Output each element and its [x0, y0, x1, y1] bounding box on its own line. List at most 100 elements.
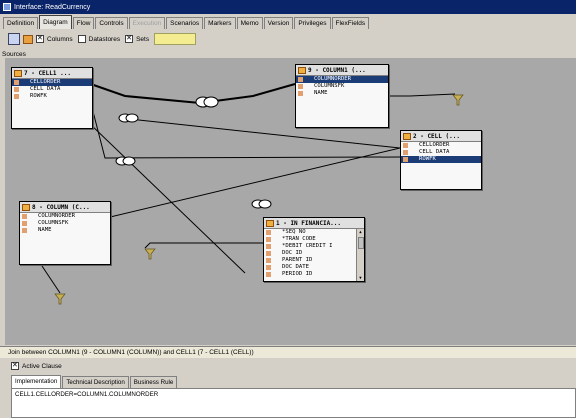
- column-row[interactable]: ROWFK: [12, 93, 92, 100]
- column-row[interactable]: COLUMNSFK: [296, 83, 388, 90]
- column-row[interactable]: COLUMNORDER: [296, 76, 388, 83]
- columns-label: Columns: [47, 35, 73, 43]
- column-row[interactable]: *TRAN CODE: [264, 236, 364, 243]
- tab-version[interactable]: Version: [263, 17, 294, 29]
- datastore-icon: [14, 69, 22, 77]
- tab-implementation[interactable]: Implementation: [11, 375, 62, 388]
- column-row[interactable]: PERIOD ID: [264, 271, 364, 278]
- datastore-title: 8 - COLUMN (C...: [32, 203, 90, 211]
- join-marker: [122, 156, 136, 166]
- key-icon: [14, 80, 19, 85]
- tab-markers[interactable]: Markers: [204, 17, 236, 29]
- key-icon: [14, 94, 19, 99]
- scroll-down-icon[interactable]: ▼: [359, 275, 362, 280]
- normalize-button[interactable]: [154, 33, 197, 45]
- datastore-column[interactable]: 8 - COLUMN (C... COLUMNORDER COLUMNSFK N…: [19, 201, 111, 265]
- active-clause-label: Active Clause: [22, 362, 62, 370]
- join-caption: Join between COLUMN1 (9 - COLUMN1 (COLUM…: [0, 346, 576, 358]
- datastore-column1[interactable]: 9 - COLUMN1 (... COLUMNORDER COLUMNSFK N…: [295, 64, 389, 128]
- key-icon: [266, 265, 271, 270]
- join-line: [144, 242, 263, 249]
- tab-flow[interactable]: Flow: [72, 17, 95, 29]
- datastore-title: 1 - IN FINANCIA...: [276, 219, 342, 227]
- key-icon: [298, 84, 303, 89]
- join-line-selected: [84, 81, 296, 105]
- sources-label: Sources: [2, 51, 26, 58]
- tab-memo[interactable]: Memo: [236, 17, 263, 29]
- column-row[interactable]: DOC DATE: [264, 264, 364, 271]
- datastore-icon: [298, 66, 306, 74]
- datastore-icon: [22, 203, 30, 211]
- column-row[interactable]: *DEBIT CREDIT I: [264, 243, 364, 250]
- datastore-scrollbar[interactable]: ▲ ▼: [356, 229, 364, 281]
- column-row[interactable]: NAME: [296, 90, 388, 97]
- column-row[interactable]: CELLORDER: [12, 79, 92, 86]
- active-clause-checkbox[interactable]: [11, 361, 19, 370]
- filter-icons: [54, 94, 464, 305]
- tab-diagram[interactable]: Diagram: [39, 15, 72, 29]
- window-title: Interface: ReadCurrency: [14, 3, 91, 11]
- datastores-checkbox[interactable]: [77, 35, 86, 43]
- interface-icon: [3, 3, 11, 11]
- tab-technical-description[interactable]: Technical Description: [62, 376, 129, 388]
- join-line: [390, 93, 456, 97]
- tab-flexfields[interactable]: FlexFields: [331, 17, 370, 29]
- datastore-icon: [403, 132, 411, 140]
- diagram-toolbar: Columns Datastores Sets: [8, 32, 197, 46]
- key-icon: [22, 221, 27, 226]
- column-row[interactable]: CELL DATA: [401, 149, 481, 156]
- join-marker: [203, 96, 219, 108]
- select-tool-button[interactable]: [8, 33, 20, 45]
- key-icon: [403, 143, 408, 148]
- sets-checkbox[interactable]: [125, 34, 134, 43]
- columns-checkbox[interactable]: [36, 34, 44, 43]
- datastore-cell[interactable]: 2 - CELL (... CELLORDER CELL DATA ROWFK: [400, 130, 482, 190]
- window-titlebar: Interface: ReadCurrency: [0, 0, 576, 14]
- join-marker: [258, 199, 272, 209]
- join-line: [41, 265, 61, 294]
- column-row[interactable]: PARENT ID: [264, 257, 364, 264]
- column-row[interactable]: COLUMNSFK: [20, 220, 110, 227]
- column-row[interactable]: ROWFK: [401, 156, 481, 163]
- column-row[interactable]: CELLORDER: [401, 142, 481, 149]
- tab-execution: Execution: [128, 17, 166, 29]
- column-row[interactable]: COLUMNORDER: [20, 213, 110, 220]
- diagram-canvas[interactable]: 7 - CELL1 ... CELLORDER CELL DATA ROWFK …: [5, 58, 576, 345]
- key-icon: [266, 237, 271, 242]
- join-line: [87, 121, 246, 274]
- tab-business-rule[interactable]: Business Rule: [129, 376, 178, 388]
- key-icon: [403, 157, 408, 162]
- tab-definition[interactable]: Definition: [3, 17, 39, 29]
- scroll-thumb[interactable]: [358, 237, 364, 249]
- join-lines: [24, 81, 464, 305]
- key-icon: [298, 77, 303, 82]
- tab-scenarios[interactable]: Scenarios: [166, 17, 204, 29]
- sets-label: Sets: [136, 35, 150, 43]
- tab-privileges[interactable]: Privileges: [294, 17, 331, 29]
- tab-controls[interactable]: Controls: [95, 17, 128, 29]
- join-line: [105, 147, 401, 219]
- scroll-up-icon[interactable]: ▲: [359, 229, 362, 234]
- join-marker: [125, 113, 139, 123]
- datastore-icon: [266, 219, 274, 227]
- column-row[interactable]: *SEQ NO: [264, 229, 364, 236]
- join-expression-editor[interactable]: CELL1.CELLORDER=COLUMN1.COLUMNORDER: [11, 388, 576, 418]
- key-icon: [266, 272, 271, 277]
- datastore-icon: [23, 34, 33, 44]
- key-icon: [266, 251, 271, 256]
- key-icon: [266, 230, 271, 235]
- join-line: [87, 91, 401, 159]
- column-row[interactable]: CELL DATA: [12, 86, 92, 93]
- datastores-label: Datastores: [88, 35, 121, 43]
- datastore-in-financia[interactable]: 1 - IN FINANCIA... *SEQ NO *TRAN CODE *D…: [263, 217, 365, 282]
- column-row[interactable]: DOC ID: [264, 250, 364, 257]
- join-markers: [115, 96, 272, 209]
- key-icon: [403, 150, 408, 155]
- column-row[interactable]: NAME: [20, 227, 110, 234]
- key-icon: [266, 258, 271, 263]
- editor-tabs: Definition Diagram Flow Controls Executi…: [3, 15, 370, 29]
- datastore-title: 9 - COLUMN1 (...: [308, 66, 366, 74]
- datastore-cell1[interactable]: 7 - CELL1 ... CELLORDER CELL DATA ROWFK: [11, 67, 93, 129]
- join-tabs: Implementation Technical Description Bus…: [11, 375, 178, 388]
- datastore-title: 2 - CELL (...: [413, 132, 460, 140]
